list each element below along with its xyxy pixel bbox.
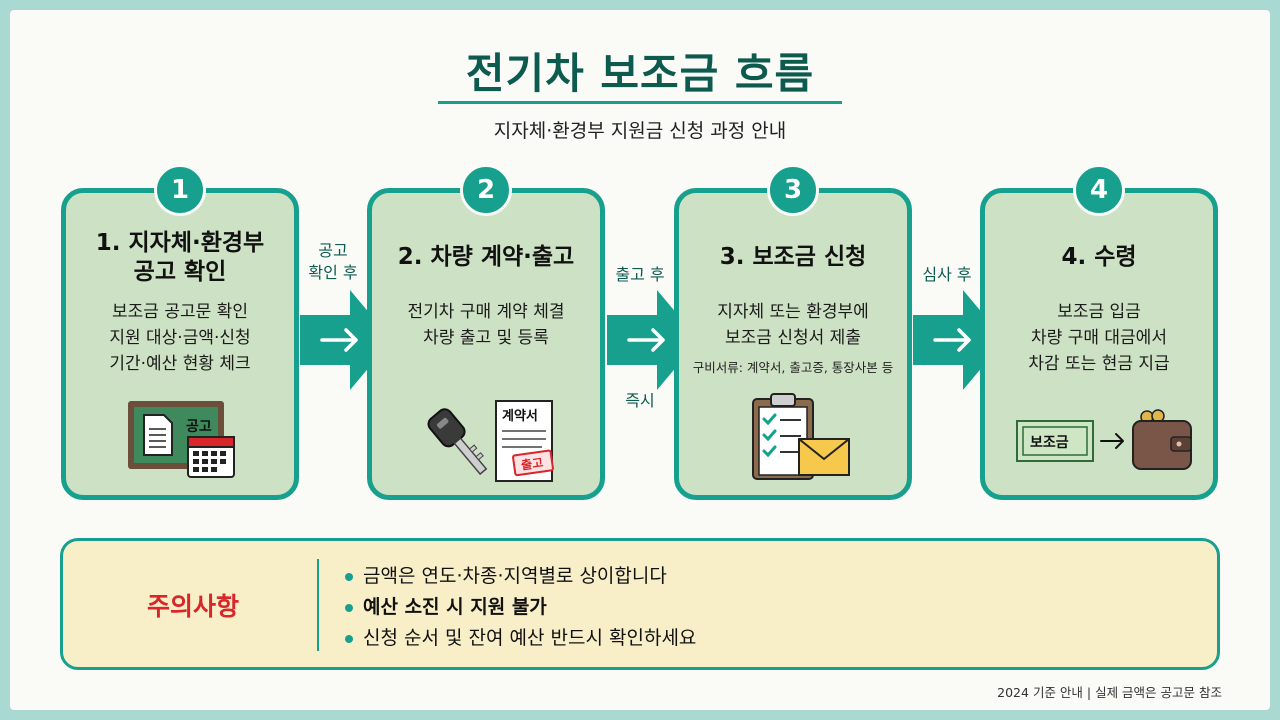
notice-title: 주의사항 <box>146 592 239 621</box>
transition-label-2: 출고 후 <box>615 265 665 284</box>
transition-label-line: 공고 <box>318 241 348 260</box>
contract-label: 계약서 <box>502 408 538 424</box>
notice-divider <box>317 559 319 651</box>
page-title: 전기차 보조금 흐름 <box>465 49 815 98</box>
step-title-line: 1. 지자체·환경부 <box>95 230 265 256</box>
transition-label-1: 공고 확인 후 <box>302 240 364 284</box>
step-description: 보조금 입금 차량 구매 대금에서 차감 또는 현금 지급 <box>991 299 1207 377</box>
step-desc-line: 차감 또는 현금 지급 <box>1028 354 1170 374</box>
step-title: 4. 수령 <box>1061 244 1137 270</box>
notice-item: 신청 순서 및 잔여 예산 반드시 확인하세요 <box>345 623 696 654</box>
step-title: 1. 지자체·환경부 공고 확인 <box>74 229 286 287</box>
step-desc-line: 차량 출고 및 등록 <box>423 328 549 348</box>
notice-box: 주의사항 금액은 연도·차종·지역별로 상이합니다 예산 소진 시 지원 불가 … <box>60 538 1220 670</box>
notice-list: 금액은 연도·차종·지역별로 상이합니다 예산 소진 시 지원 불가 신청 순서… <box>345 561 696 654</box>
footer-note: 2024 기준 안내 | 실제 금액은 공고문 참조 <box>997 685 1222 700</box>
step-desc-line: 전기차 구매 계약 체결 <box>407 302 565 322</box>
step-badge-1: 1 <box>154 164 206 216</box>
page-subtitle: 지자체·환경부 지원금 신청 과정 안내 <box>493 120 787 142</box>
notice-board-label: 공고 <box>186 419 212 435</box>
step-description: 지자체 또는 환경부에 보조금 신청서 제출 <box>685 299 901 351</box>
required-documents-note: 구비서류: 계약서, 출고증, 통장사본 등 <box>692 360 894 375</box>
step-title: 2. 차량 계약·출고 <box>397 244 575 270</box>
transition-label-3: 심사 후 <box>922 265 972 284</box>
step-desc-line: 차량 구매 대금에서 <box>1031 328 1167 348</box>
step-badge-2: 2 <box>460 164 512 216</box>
transition-label-2-below: 즉시 <box>625 391 655 410</box>
car-key-contract-icon: 계약서 출고 <box>427 400 554 482</box>
step-desc-line: 기간·예산 현황 체크 <box>109 354 251 374</box>
step-card-1: 1. 지자체·환경부 공고 확인 보조금 공고문 확인 지원 대상·금액·신청 … <box>61 188 299 500</box>
cash-wallet-icon: 보조금 <box>1016 409 1192 470</box>
step-desc-line: 지원 대상·금액·신청 <box>109 328 251 348</box>
step-card-2: 2. 차량 계약·출고 전기차 구매 계약 체결 차량 출고 및 등록 계약서 … <box>367 188 605 500</box>
title-underline <box>438 101 842 104</box>
notice-board-icon: 공고 <box>128 401 235 478</box>
step-card-3: 3. 보조금 신청 지자체 또는 환경부에 보조금 신청서 제출 구비서류: 계… <box>674 188 912 500</box>
subsidy-cash-label: 보조금 <box>1030 435 1069 451</box>
step-description: 보조금 공고문 확인 지원 대상·금액·신청 기간·예산 현황 체크 <box>72 299 288 377</box>
shipped-stamp: 출고 <box>520 455 544 473</box>
step-title: 3. 보조금 신청 <box>719 244 867 270</box>
step-badge-3: 3 <box>767 164 819 216</box>
notice-item: 예산 소진 시 지원 불가 <box>345 592 696 623</box>
step-desc-line: 보조금 공고문 확인 <box>112 302 248 322</box>
step-title-line: 공고 확인 <box>133 259 227 285</box>
step-desc-line: 보조금 신청서 제출 <box>725 328 861 348</box>
transition-label-line: 확인 후 <box>308 263 358 282</box>
step-description: 전기차 구매 계약 체결 차량 출고 및 등록 <box>378 299 594 351</box>
clipboard-envelope-icon <box>752 393 850 480</box>
step-desc-line: 보조금 입금 <box>1057 302 1141 322</box>
notice-item: 금액은 연도·차종·지역별로 상이합니다 <box>345 561 696 592</box>
step-desc-line: 지자체 또는 환경부에 <box>717 302 869 322</box>
step-badge-4: 4 <box>1073 164 1125 216</box>
step-card-4: 4. 수령 보조금 입금 차량 구매 대금에서 차감 또는 현금 지급 보조금 <box>980 188 1218 500</box>
